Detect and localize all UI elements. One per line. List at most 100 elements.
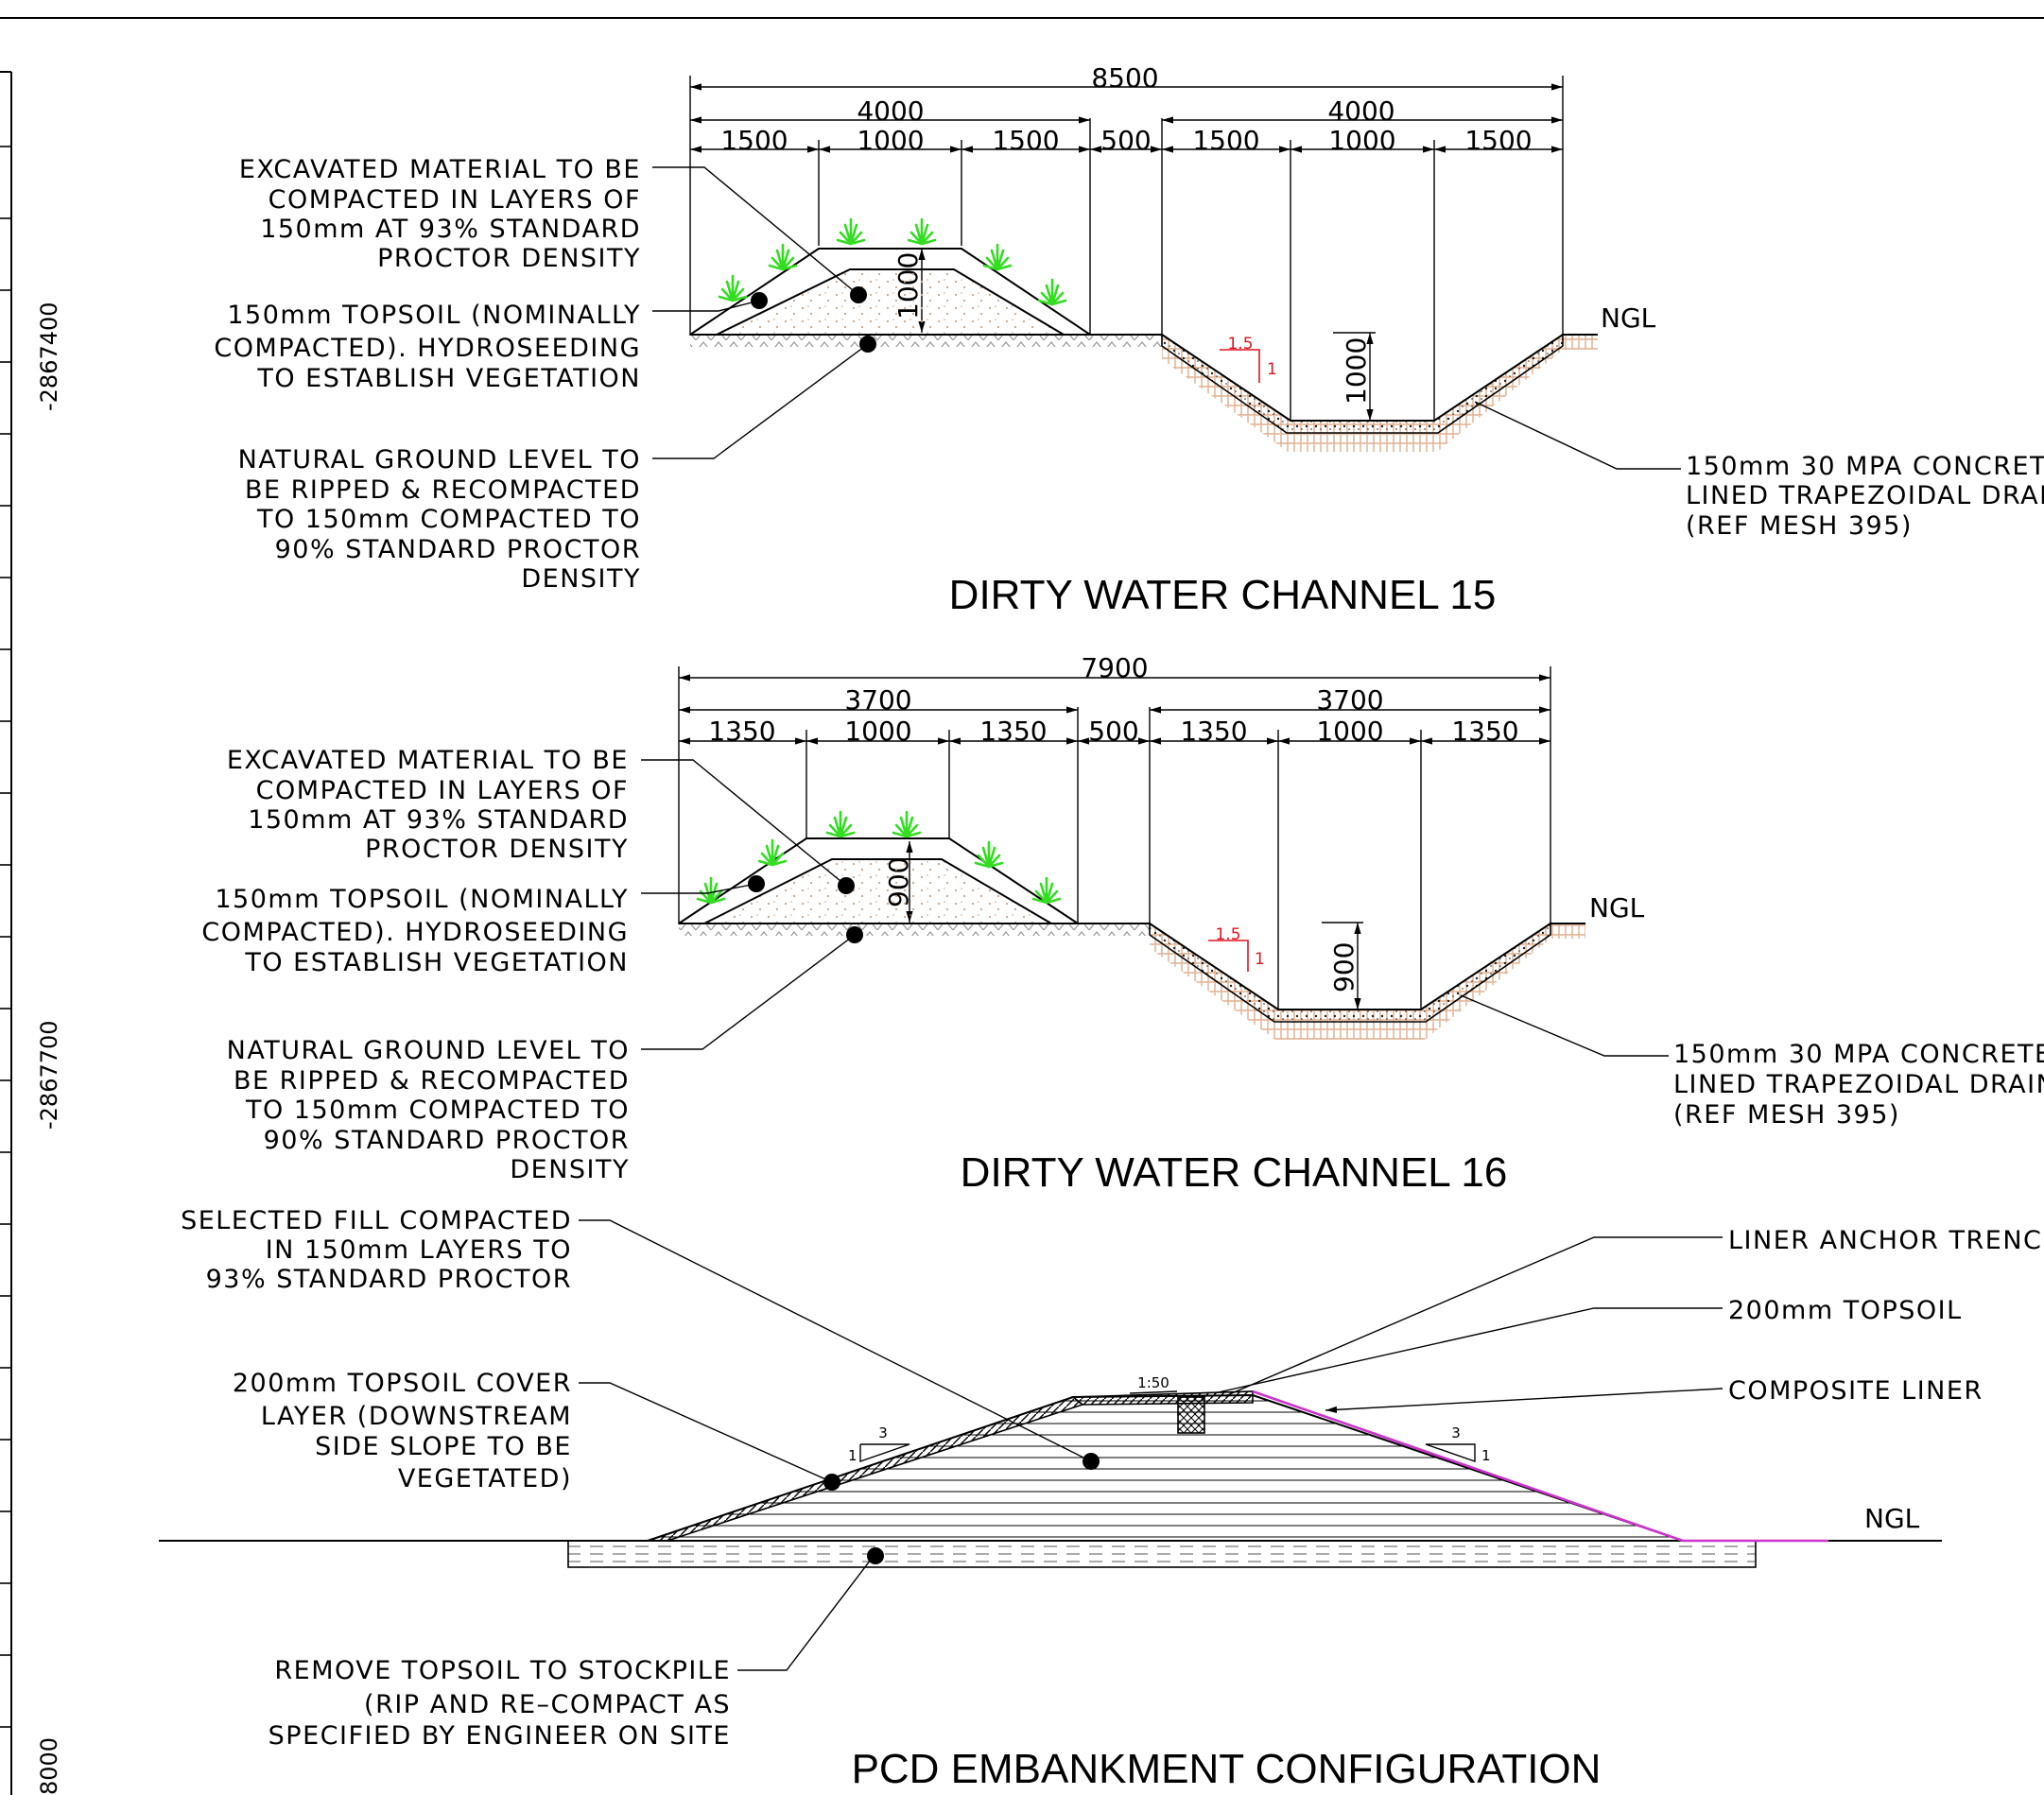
coord-label-2867400: -2867400: [36, 302, 62, 411]
callout-dot-remove: [867, 1547, 884, 1564]
callout-dot-topsoil: [751, 292, 768, 309]
channel-16-dimensions: [678, 666, 1551, 1010]
dim-total: 7900: [1081, 652, 1148, 683]
dim-left-group: 3700: [844, 684, 911, 716]
leader-lines: [579, 1219, 1724, 1671]
svg-text:EXCAVATED MATERIAL TO BE: EXCAVATED MATERIAL TO BE: [239, 155, 641, 184]
svg-text:BE RIPPED & RECOMPACTED: BE RIPPED & RECOMPACTED: [245, 475, 641, 505]
note-topsoil: 150mm TOPSOIL (NOMINALLY COMPACTED). HYD…: [201, 885, 629, 977]
svg-text:150mm 30 MPA CONCRETE: 150mm 30 MPA CONCRETE: [1673, 1040, 2044, 1069]
note-crest-topsoil: 200mm TOPSOIL: [1728, 1296, 1963, 1325]
section-title-channel-15: DIRTY WATER CHANNEL 15: [949, 572, 1497, 618]
leader-lines: [641, 759, 1669, 1057]
composite-liner: [1252, 1389, 1828, 1543]
callout-dot-ngl: [846, 926, 863, 943]
slope-marker: [1220, 349, 1260, 383]
berm-outline: [689, 248, 1091, 336]
embankment-fill: [647, 1393, 1684, 1542]
dim-r1: 1350: [1180, 716, 1247, 747]
right-slope-run: 3: [1451, 1424, 1461, 1441]
right-slope-marker: [1425, 1443, 1476, 1462]
note-excavated-material: EXCAVATED MATERIAL TO BE COMPACTED IN LA…: [239, 155, 641, 273]
channel-16-section: 7900 3700 3700 1350 1000 1350 500 1350 1…: [201, 652, 2044, 1196]
slope-run-label: 1.5: [1215, 925, 1240, 944]
svg-text:NATURAL GROUND LEVEL TO: NATURAL GROUND LEVEL TO: [238, 445, 641, 475]
dim-l2: 1000: [857, 125, 924, 156]
topsoil-removal-layer: [567, 1540, 1757, 1568]
svg-text:90% STANDARD PROCTOR: 90% STANDARD PROCTOR: [264, 1126, 630, 1155]
slope-rise-label: 1: [1267, 360, 1277, 379]
berm-outline: [678, 837, 1079, 924]
dim-channel-depth: 1000: [1341, 337, 1372, 405]
note-topsoil-cover: 200mm TOPSOIL COVER LAYER (DOWNSTREAM SI…: [233, 1369, 572, 1493]
dim-l2: 1000: [844, 716, 911, 747]
dim-left-group: 4000: [857, 95, 924, 127]
dim-l3: 1350: [979, 716, 1047, 747]
svg-text:(REF MESH 395): (REF MESH 395): [1686, 511, 1913, 541]
coord-label-2867700: -2867700: [36, 1020, 62, 1130]
dim-channel-depth: 900: [1328, 942, 1360, 992]
svg-text:TO ESTABLISH VEGETATION: TO ESTABLISH VEGETATION: [256, 364, 641, 393]
note-composite-liner: COMPOSITE LINER: [1728, 1376, 1983, 1406]
dim-right-group: 3700: [1316, 684, 1383, 716]
ngl-label: NGL: [1864, 1503, 1920, 1534]
svg-text:COMPACTED IN LAYERS OF: COMPACTED IN LAYERS OF: [268, 185, 641, 215]
svg-text:(REF MESH 395): (REF MESH 395): [1673, 1100, 1900, 1130]
note-natural-ground: NATURAL GROUND LEVEL TO BE RIPPED & RECO…: [227, 1036, 630, 1184]
svg-text:LINED TRAPEZOIDAL DRAIN: LINED TRAPEZOIDAL DRAIN: [1686, 481, 2044, 510]
svg-text:BE RIPPED & RECOMPACTED: BE RIPPED & RECOMPACTED: [234, 1066, 630, 1096]
svg-text:TO 150mm COMPACTED TO: TO 150mm COMPACTED TO: [245, 1096, 630, 1125]
svg-text:150mm TOPSOIL (NOMINALLY: 150mm TOPSOIL (NOMINALLY: [227, 301, 641, 330]
svg-text:COMPACTED). HYDROSEEDING: COMPACTED). HYDROSEEDING: [214, 334, 641, 363]
svg-text:VEGETATED): VEGETATED): [398, 1464, 572, 1493]
berm-fill: [717, 269, 1064, 335]
svg-text:SPECIFIED BY ENGINEER ON S: SPECIFIED BY ENGINEER ON SITE: [268, 1721, 731, 1751]
svg-text:90% STANDARD PROCTOR: 90% STANDARD PROCTOR: [275, 535, 641, 564]
svg-text:150mm 30 MPA CONCRETE: 150mm 30 MPA CONCRETE: [1686, 452, 2044, 481]
svg-text:150mm AT 93% STANDARD: 150mm AT 93% STANDARD: [248, 805, 629, 835]
svg-text:LINED TRAPEZOIDAL DRAIN: LINED TRAPEZOIDAL DRAIN: [1673, 1070, 2044, 1099]
left-coordinate-ruler: [0, 71, 12, 1795]
dim-l1: 1500: [720, 125, 788, 156]
coord-label-2868000: 8000: [36, 1737, 62, 1795]
liner-anchor-trench: [1177, 1396, 1205, 1434]
svg-text:EXCAVATED MATERIAL TO BE: EXCAVATED MATERIAL TO BE: [227, 746, 629, 775]
svg-text:200mm TOPSOIL COVER: 200mm TOPSOIL COVER: [233, 1369, 572, 1398]
svg-text:PROCTOR DENSITY: PROCTOR DENSITY: [377, 244, 641, 273]
svg-text:NATURAL GROUND LEVEL TO: NATURAL GROUND LEVEL TO: [227, 1036, 630, 1065]
channel-15-section: 8500 4000 4000 1500 1000 1500 500 1500 1…: [214, 62, 2044, 618]
note-excavated-material: EXCAVATED MATERIAL TO BE COMPACTED IN LA…: [227, 746, 629, 864]
svg-text:TO 150mm COMPACTED TO: TO 150mm COMPACTED TO: [256, 505, 641, 534]
note-concrete-drain: 150mm 30 MPA CONCRETE LINED TRAPEZOIDAL …: [1686, 452, 2044, 541]
dim-r3: 1500: [1464, 125, 1532, 156]
svg-text:SIDE SLOPE TO BE: SIDE SLOPE TO BE: [315, 1432, 572, 1461]
callout-dot-ngl: [859, 336, 876, 353]
ground-strip: [690, 335, 1163, 347]
dim-l1: 1350: [708, 716, 775, 747]
dim-l3: 1500: [992, 125, 1059, 156]
svg-text:PROCTOR DENSITY: PROCTOR DENSITY: [365, 835, 629, 864]
callout-dot-cover: [823, 1474, 840, 1491]
svg-text:IN 150mm LAYERS TO: IN 150mm LAYERS TO: [266, 1235, 572, 1265]
dim-gap: 500: [1100, 125, 1151, 156]
svg-text:COMPACTED). HYDROSEEDING: COMPACTED). HYDROSEEDING: [201, 918, 629, 947]
note-natural-ground: NATURAL GROUND LEVEL TO BE RIPPED & RECO…: [238, 445, 641, 594]
dim-gap: 500: [1088, 716, 1138, 747]
svg-text:TO ESTABLISH VEGETATION: TO ESTABLISH VEGETATION: [244, 948, 629, 977]
right-slope-rise: 1: [1481, 1447, 1491, 1464]
ngl-label: NGL: [1589, 892, 1645, 923]
ngl-label: NGL: [1601, 302, 1656, 334]
svg-text:93% STANDARD PROCTOR: 93% STANDARD PROCTOR: [206, 1265, 572, 1294]
left-slope-marker: [859, 1443, 910, 1462]
note-concrete-drain: 150mm 30 MPA CONCRETE LINED TRAPEZOIDAL …: [1673, 1040, 2044, 1130]
berm-inner-outline: [703, 858, 1052, 924]
left-slope-run: 3: [878, 1424, 888, 1441]
dim-r2: 1000: [1328, 125, 1395, 156]
section-title-pcd-embankment: PCD EMBANKMENT CONFIGURATION: [852, 1746, 1602, 1792]
note-remove-topsoil: REMOVE TOPSOIL TO STOCKPILE (RIP AND RE–…: [268, 1656, 731, 1751]
callout-dot-fill: [1083, 1453, 1100, 1470]
svg-text:REMOVE TOPSOIL TO STOCKPILE: REMOVE TOPSOIL TO STOCKPILE: [274, 1656, 731, 1685]
dim-r1: 1500: [1192, 125, 1259, 156]
section-title-channel-16: DIRTY WATER CHANNEL 16: [961, 1149, 1508, 1196]
